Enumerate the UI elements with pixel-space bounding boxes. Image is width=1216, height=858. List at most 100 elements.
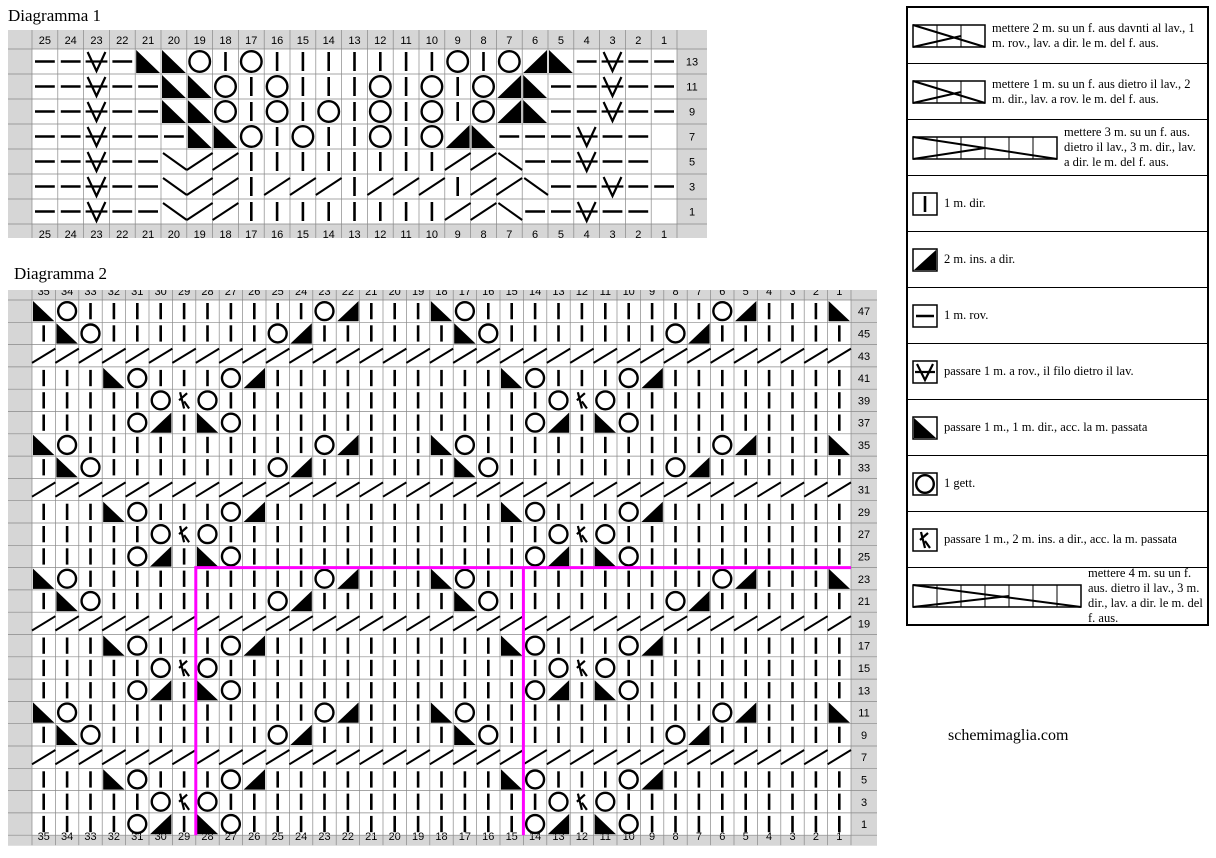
cable-line	[780, 481, 805, 498]
cable-line	[522, 615, 548, 632]
slip-symbol	[85, 151, 108, 174]
cable-line	[499, 347, 524, 364]
yarn-over-symbol	[314, 568, 335, 589]
yarn-over-symbol	[291, 124, 315, 148]
sk2p-symbol	[178, 391, 191, 410]
cable-line	[288, 347, 314, 364]
skp-symbol	[196, 813, 219, 835]
column-number: 16	[482, 831, 494, 843]
column-number: 14	[529, 290, 541, 298]
column-number: 1	[661, 35, 667, 47]
column-number: 4	[584, 35, 590, 47]
column-number: 31	[131, 831, 143, 843]
yarn-over-symbol	[80, 724, 101, 745]
cable-line	[616, 481, 641, 498]
column-number: 3	[789, 831, 795, 843]
skp-symbol	[33, 434, 55, 456]
yarn-over-symbol	[265, 99, 289, 123]
yarn-over-symbol	[478, 590, 499, 612]
column-number: 10	[623, 290, 635, 298]
skp-symbol	[454, 457, 476, 478]
skp-symbol	[454, 724, 476, 745]
cable-line	[499, 481, 524, 498]
cable-line	[382, 347, 407, 364]
yarn-over-symbol	[80, 457, 101, 478]
cable-line	[312, 749, 337, 766]
legend-text: 1 m. rov.	[944, 308, 989, 322]
column-number: 16	[482, 290, 494, 298]
yarn-over-symbol	[712, 702, 733, 723]
column-number: 10	[623, 831, 635, 843]
cable-line	[593, 615, 618, 632]
skp-symbol	[471, 125, 496, 148]
cable-line	[31, 347, 56, 364]
skp-symbol	[523, 75, 547, 98]
column-number: 5	[558, 229, 564, 238]
skp-symbol	[454, 590, 476, 612]
cable-line	[476, 749, 501, 766]
yarn-over-symbol	[524, 680, 546, 701]
column-number: 23	[90, 35, 102, 47]
yarn-over-symbol	[127, 680, 148, 701]
cable-line	[125, 749, 150, 766]
yarn-over-symbol	[618, 412, 639, 433]
column-number: 14	[323, 229, 335, 238]
cable-line	[359, 481, 384, 498]
column-number: 17	[245, 229, 257, 238]
yarn-over-symbol	[239, 50, 263, 74]
k2tog-symbol	[547, 813, 570, 835]
repeat-highlight	[194, 566, 851, 836]
column-number: 8	[480, 35, 486, 47]
row-number: 13	[858, 685, 870, 697]
yarn-over-symbol	[220, 367, 242, 389]
yo-icon	[912, 471, 938, 496]
row-number: 9	[689, 107, 695, 119]
yarn-over-symbol	[618, 546, 639, 567]
header-band	[8, 290, 877, 300]
column-number: 6	[719, 831, 725, 843]
slip-symbol	[575, 151, 598, 174]
cable-line	[265, 347, 290, 364]
column-number: 12	[576, 290, 588, 298]
column-number: 11	[400, 35, 411, 47]
column-number: 7	[696, 831, 702, 843]
skp-symbol	[162, 100, 186, 123]
slip-symbol	[575, 126, 598, 149]
sk2p-symbol	[576, 525, 588, 543]
cable-line	[756, 749, 782, 766]
column-number: 1	[836, 290, 842, 298]
k2tog-symbol	[150, 546, 172, 567]
slip-icon	[912, 359, 938, 384]
column-number: 18	[219, 35, 231, 47]
cable-line	[265, 749, 290, 766]
k2tog-symbol	[641, 635, 663, 656]
cable-line	[218, 749, 244, 766]
yarn-over-symbol	[127, 813, 148, 835]
column-number: 1	[836, 831, 842, 843]
column-number: 16	[271, 229, 283, 238]
cable-line	[312, 615, 337, 632]
cable-line	[686, 347, 712, 364]
cable-line	[499, 749, 524, 766]
cable-line	[546, 347, 571, 364]
cable-2-1-icon	[912, 23, 986, 48]
column-number: 19	[412, 831, 424, 843]
skp-symbol	[187, 100, 212, 123]
cable-line	[54, 347, 80, 364]
cable-3-3-icon	[912, 135, 1058, 160]
skp-symbol	[162, 75, 186, 98]
column-number: 24	[295, 831, 307, 843]
column-number: 27	[225, 290, 237, 298]
yarn-over-symbol	[472, 75, 496, 99]
column-number: 23	[318, 290, 330, 298]
cable-line	[288, 615, 314, 632]
cable-line	[444, 202, 472, 221]
column-number: 5	[743, 831, 749, 843]
yarn-over-symbol	[150, 390, 171, 411]
yarn-over-symbol	[548, 390, 569, 411]
footer-band	[8, 224, 707, 238]
sk2p-symbol	[178, 525, 191, 543]
yarn-over-symbol	[595, 390, 616, 411]
cable-line	[186, 177, 214, 196]
cable-line	[780, 615, 805, 632]
